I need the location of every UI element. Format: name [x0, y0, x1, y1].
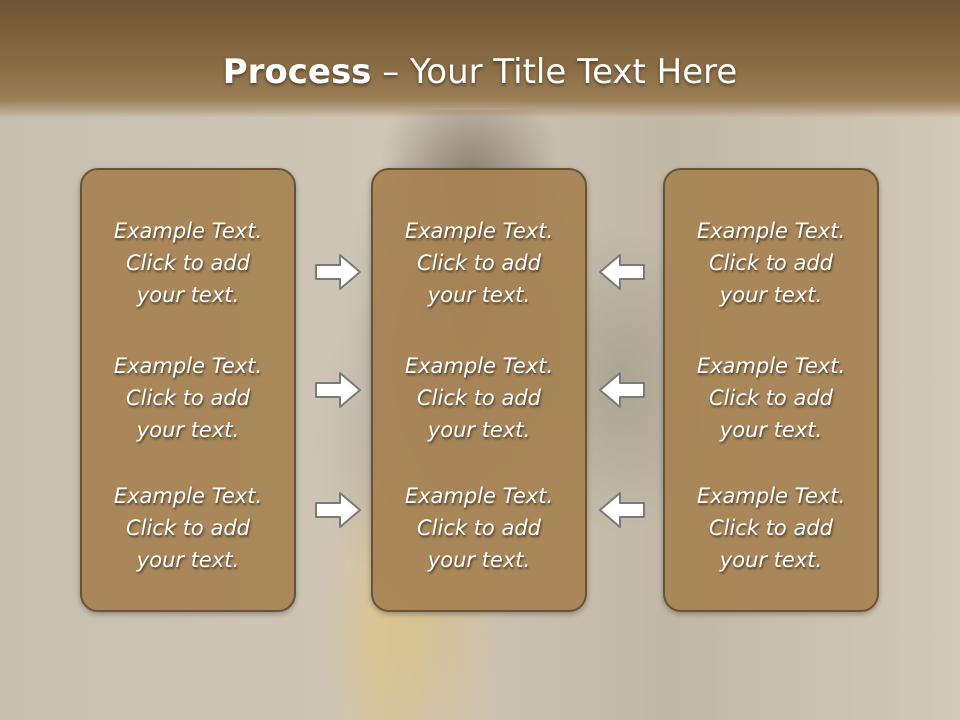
process-box-left[interactable]: Example Text. Click to add your text. Ex…: [80, 168, 296, 612]
box-text[interactable]: Example Text. Click to add your text.: [113, 354, 263, 442]
box-text[interactable]: Example Text. Click to add your text.: [696, 484, 846, 572]
box-text[interactable]: Example Text. Click to add your text.: [696, 354, 846, 442]
arrow-left-icon: [599, 254, 645, 290]
box-text[interactable]: Example Text. Click to add your text.: [404, 484, 554, 572]
box-text[interactable]: Example Text. Click to add your text.: [696, 219, 846, 307]
arrow-right-icon: [315, 254, 361, 290]
title-bold: Process: [222, 52, 372, 92]
process-box-right[interactable]: Example Text. Click to add your text. Ex…: [663, 168, 879, 612]
title-band: [0, 0, 960, 118]
title-rest: – Your Title Text Here: [371, 52, 738, 92]
arrow-left-icon: [599, 372, 645, 408]
box-text[interactable]: Example Text. Click to add your text.: [113, 484, 263, 572]
box-text[interactable]: Example Text. Click to add your text.: [404, 354, 554, 442]
arrow-right-icon: [315, 372, 361, 408]
box-text[interactable]: Example Text. Click to add your text.: [404, 219, 554, 307]
slide-title[interactable]: Process – Your Title Text Here: [0, 52, 960, 92]
arrow-left-icon: [599, 492, 645, 528]
arrow-right-icon: [315, 492, 361, 528]
box-text[interactable]: Example Text. Click to add your text.: [113, 219, 263, 307]
process-box-middle[interactable]: Example Text. Click to add your text. Ex…: [371, 168, 587, 612]
